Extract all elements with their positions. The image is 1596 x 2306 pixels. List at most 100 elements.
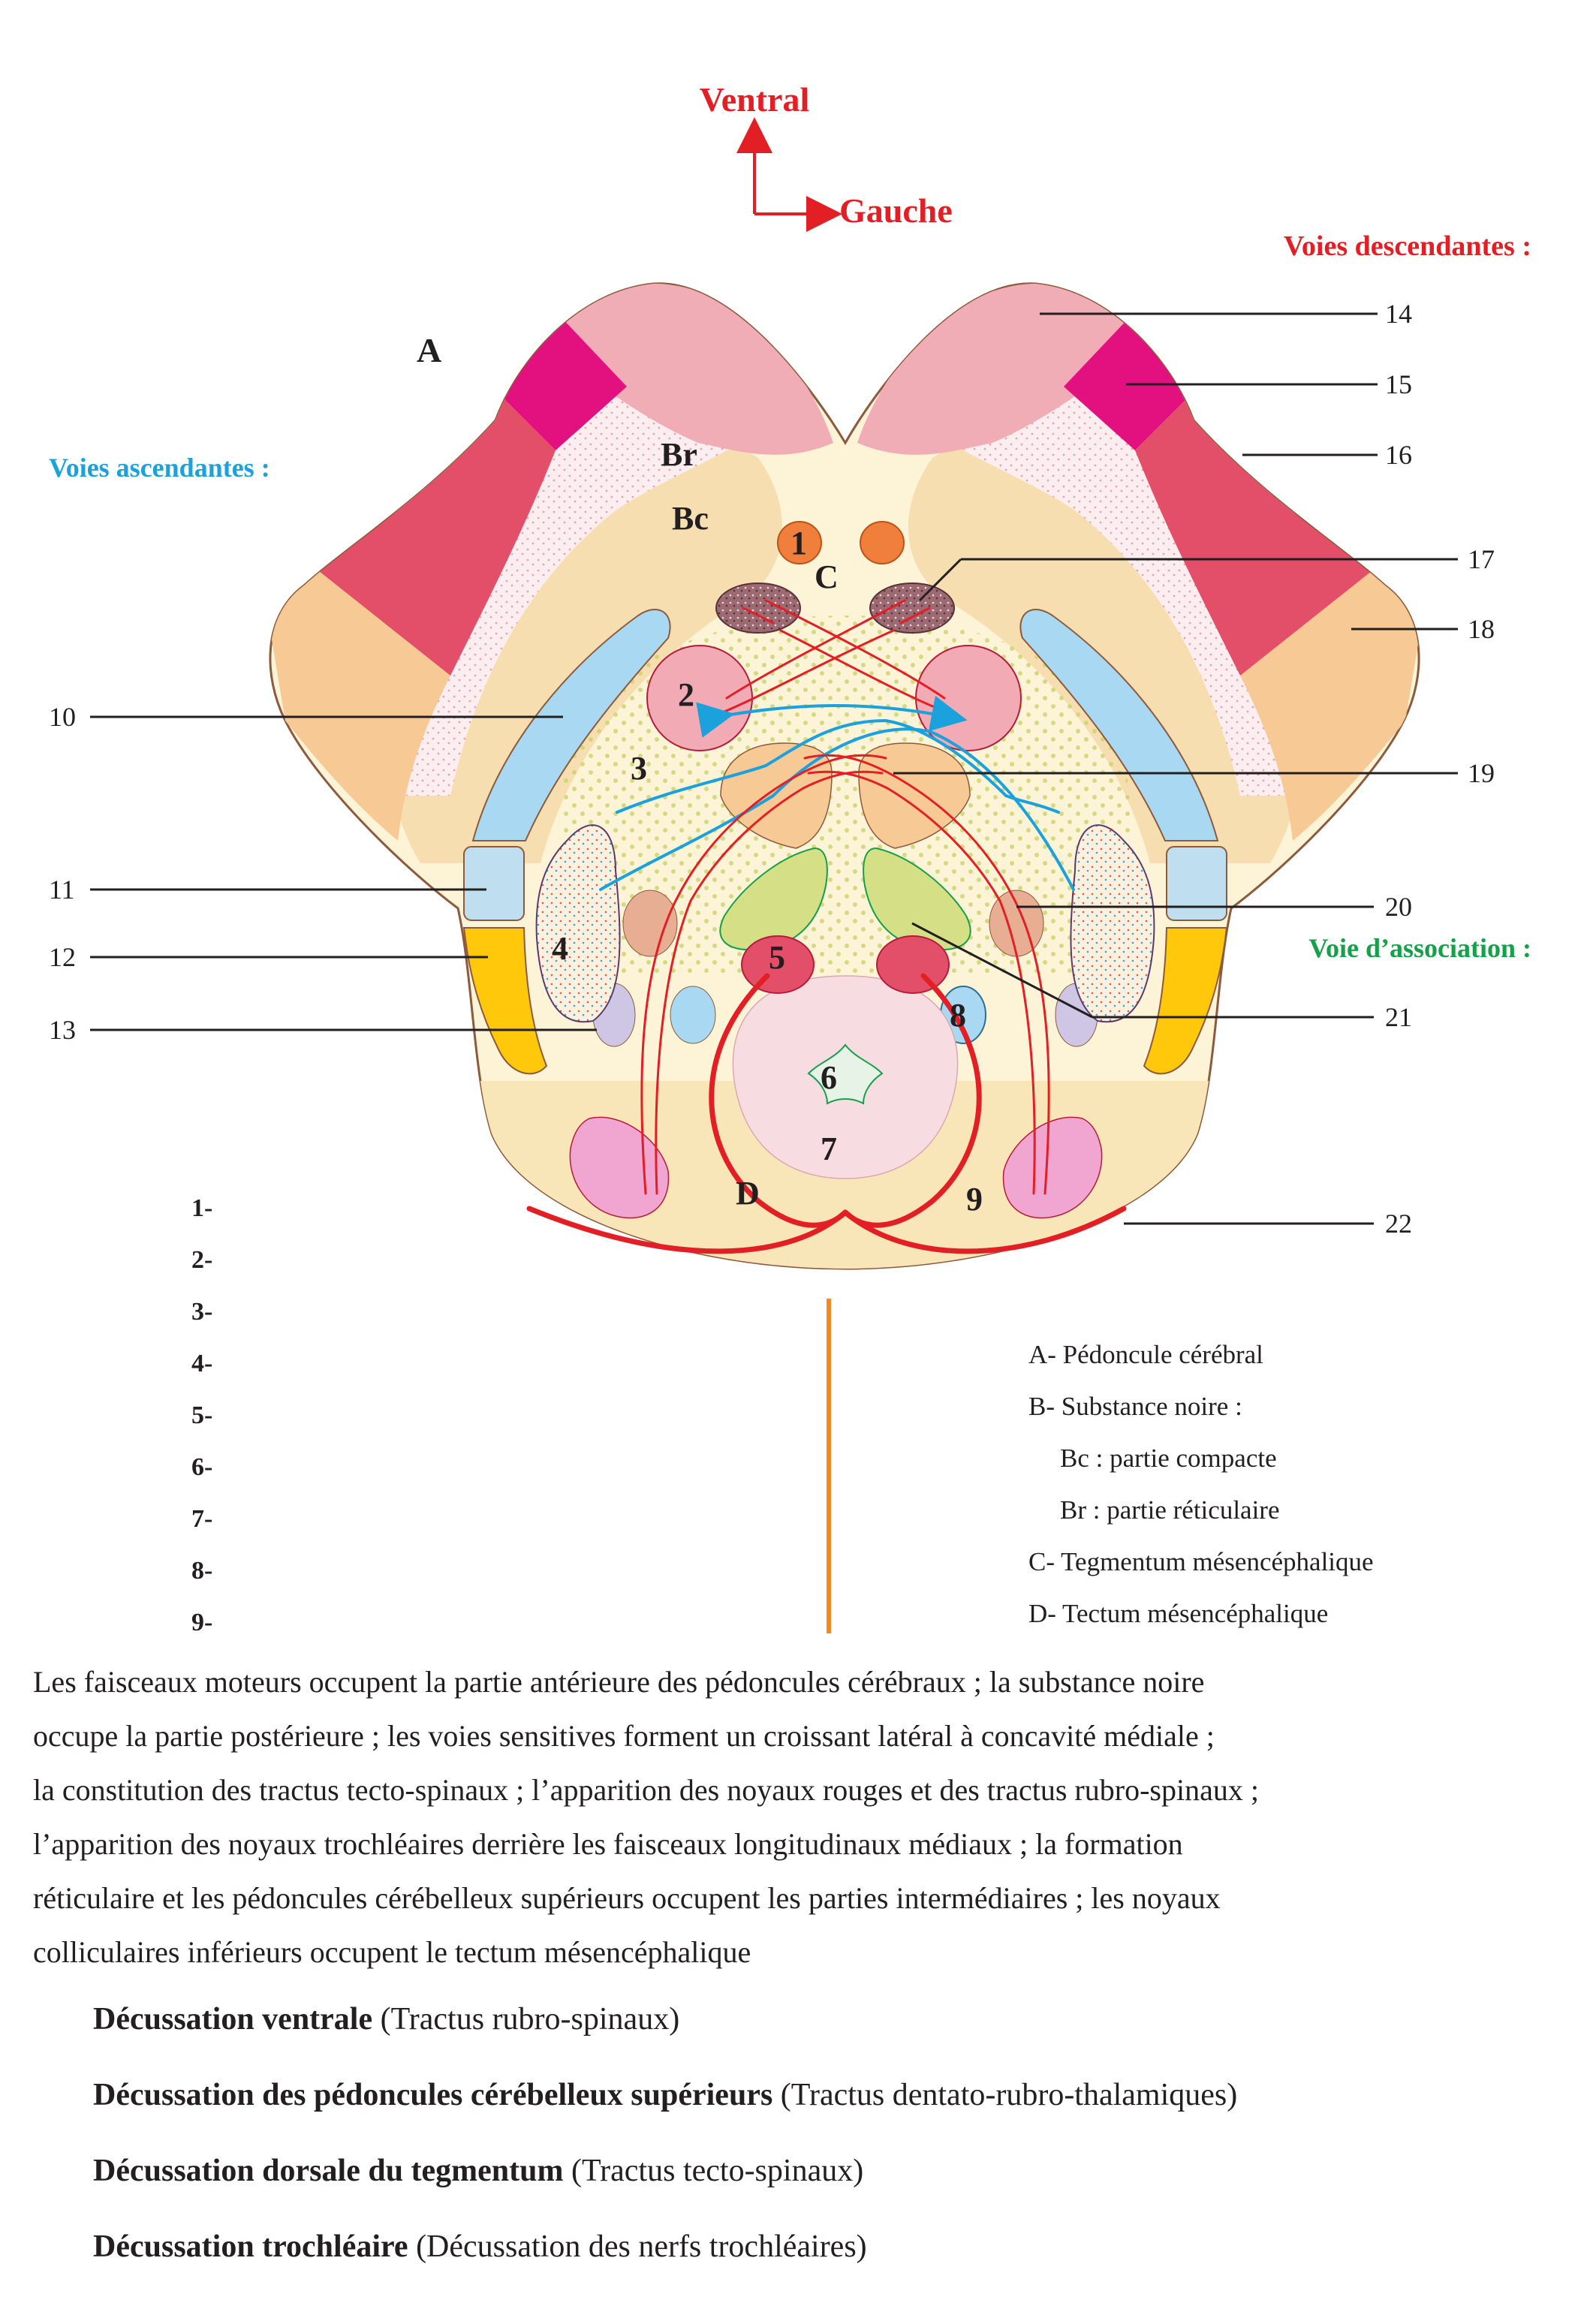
pointer-label-22: 22 [1385,1209,1412,1239]
colliculus-9-right [1002,1116,1103,1219]
pedoncule-left-16 [304,375,556,676]
nucleus-2-left [646,645,753,751]
pedoncule-right-16 [1135,375,1387,676]
pointer-label-14: 14 [1385,299,1412,329]
heading-voies-ascendantes: Voies ascendantes : [49,453,270,483]
aqueduct-6 [807,1043,884,1105]
paragraph-line: l’apparition des noyaux trochléaires der… [33,1827,1183,1861]
decussation-title: Décussation ventrale [93,2002,373,2037]
tract-12-right [1143,927,1228,1075]
heading-voies-descendantes: Voies descendantes : [1284,230,1531,262]
list-number: 5- [191,1401,213,1429]
legend-item-bc: Bc : partie compacte [1060,1444,1277,1473]
pointer-label-20: 20 [1385,892,1412,922]
list-number: 4- [191,1350,213,1377]
list-number: 7- [191,1505,213,1533]
inner-number-1: 1 [790,525,807,561]
nucleus-20-left [622,890,678,957]
fibre-tracts [526,599,1127,1254]
decussation-title: Décussation des pédoncules cérébelleux s… [93,2078,773,2112]
nucleus-20-right [989,890,1044,957]
inner-number-6: 6 [821,1059,837,1096]
pointer-label-16: 16 [1385,440,1412,470]
legend: A- Pédoncule cérébral B- Substance noire… [1028,1329,1374,1639]
nucleus-1-right [860,521,905,564]
lemniscus-10-left [471,608,671,841]
pointer-label-13: 13 [49,1015,76,1045]
decussation-item: Décussation ventrale (Tractus rubro-spin… [93,1989,1237,2065]
pointer-lines [90,312,1458,1225]
list-number: 6- [191,1453,213,1481]
paragraph-line: Les faisceaux moteurs occupent la partie… [33,1665,1205,1699]
inner-number-5: 5 [769,939,785,976]
decussation-detail: (Tractus dentato-rubro-thalamiques) [772,2078,1238,2112]
legend-item-br: Br : partie réticulaire [1060,1495,1280,1525]
nucleus-1-left [777,521,822,564]
lemniscus-4-right [1070,824,1155,1023]
inner-number-8: 8 [950,997,966,1034]
decussation-title: Décussation dorsale du tegmentum [93,2154,564,2188]
nucleus-17-left [715,583,801,634]
midbrain-section [269,282,1420,1270]
tract-11-right [1166,846,1227,921]
tract-12-left [462,927,548,1075]
inner-number-3: 3 [631,750,647,787]
pedoncule-left-18 [270,559,450,841]
decussation-item: Décussation dorsale du tegmentum (Tractu… [93,2141,1237,2217]
pointer-label-19: 19 [1468,758,1495,788]
answer-number-list: 1- 2- 3- 4- 5- 6- 7- 8- 9- [191,1182,251,1648]
pointer-label-15: 15 [1385,369,1412,399]
list-number: 1- [191,1194,213,1222]
region-letter-c: C [815,558,839,595]
legend-item-b: B- Substance noire : [1028,1392,1242,1421]
lemniscus-10-right [1019,608,1219,841]
orientation-compass: Ventral Gauche [700,80,953,232]
midbrain-diagram: Ventral Gauche Voies descendantes : Voie… [49,80,1531,1270]
pointer-label-21: 21 [1385,1002,1412,1032]
nucleus-2-right [915,645,1022,751]
decussation-item: Décussation trochléaire (Décussation des… [93,2217,1237,2292]
decussation-detail: (Décussation des nerfs trochléaires) [408,2229,867,2264]
region-letter-bc: Bc [672,500,709,537]
pointer-label-11: 11 [49,875,75,905]
region-letter-d: D [736,1175,760,1212]
pointer-label-10: 10 [49,702,76,732]
list-number: 2- [191,1246,213,1274]
inner-number-7: 7 [821,1130,837,1167]
inner-number-2: 2 [678,676,694,713]
heading-voie-association: Voie d’association : [1308,933,1531,963]
tract-11-left [463,846,525,921]
decussation-list: Décussation ventrale (Tractus rubro-spin… [93,1989,1237,2292]
lemniscus-4-left [535,824,621,1023]
decussation-item: Décussation des pédoncules cérébelleux s… [93,2065,1237,2141]
paragraph-line: occupe la partie postérieure ; les voies… [33,1719,1215,1753]
decussation-detail: (Tractus rubro-spinaux) [372,2002,680,2037]
red-nucleus-5-left [741,935,815,994]
decussation-detail: (Tractus tecto-spinaux) [563,2154,864,2188]
orange-divider [827,1299,831,1633]
red-nucleus-5-right [876,935,950,994]
region-letter-br: Br [661,436,697,473]
paragraph-line: réticulaire et les pédoncules cérébelleu… [33,1881,1221,1915]
pedoncule-right-14 [857,283,1150,455]
legend-item-c: C- Tegmentum mésencéphalique [1028,1547,1374,1576]
list-number: 3- [191,1298,213,1326]
inner-number-9: 9 [966,1181,983,1218]
pointer-label-18: 18 [1468,614,1495,644]
legend-item-d: D- Tectum mésencéphalique [1028,1599,1329,1628]
decussation-title: Décussation trochléaire [93,2229,408,2264]
inner-number-4: 4 [552,930,568,967]
nucleus-17-right [869,583,955,634]
ventral-label: Ventral [700,80,810,119]
pointer-label-12: 12 [49,942,76,972]
description-paragraph: Les faisceaux moteurs occupent la partie… [33,1655,1572,1979]
paragraph-line: la constitution des tractus tecto-spinau… [33,1773,1259,1807]
list-number: 8- [191,1557,213,1585]
pedoncule-left-14 [541,283,833,455]
gauche-label: Gauche [839,191,953,230]
list-number: 9- [191,1609,213,1636]
nucleus-small-left [670,986,716,1044]
pointer-label-17: 17 [1468,544,1495,574]
paragraph-line: colliculaires inférieurs occupent le tec… [33,1935,751,1969]
legend-item-a: A- Pédoncule cérébral [1028,1340,1263,1369]
